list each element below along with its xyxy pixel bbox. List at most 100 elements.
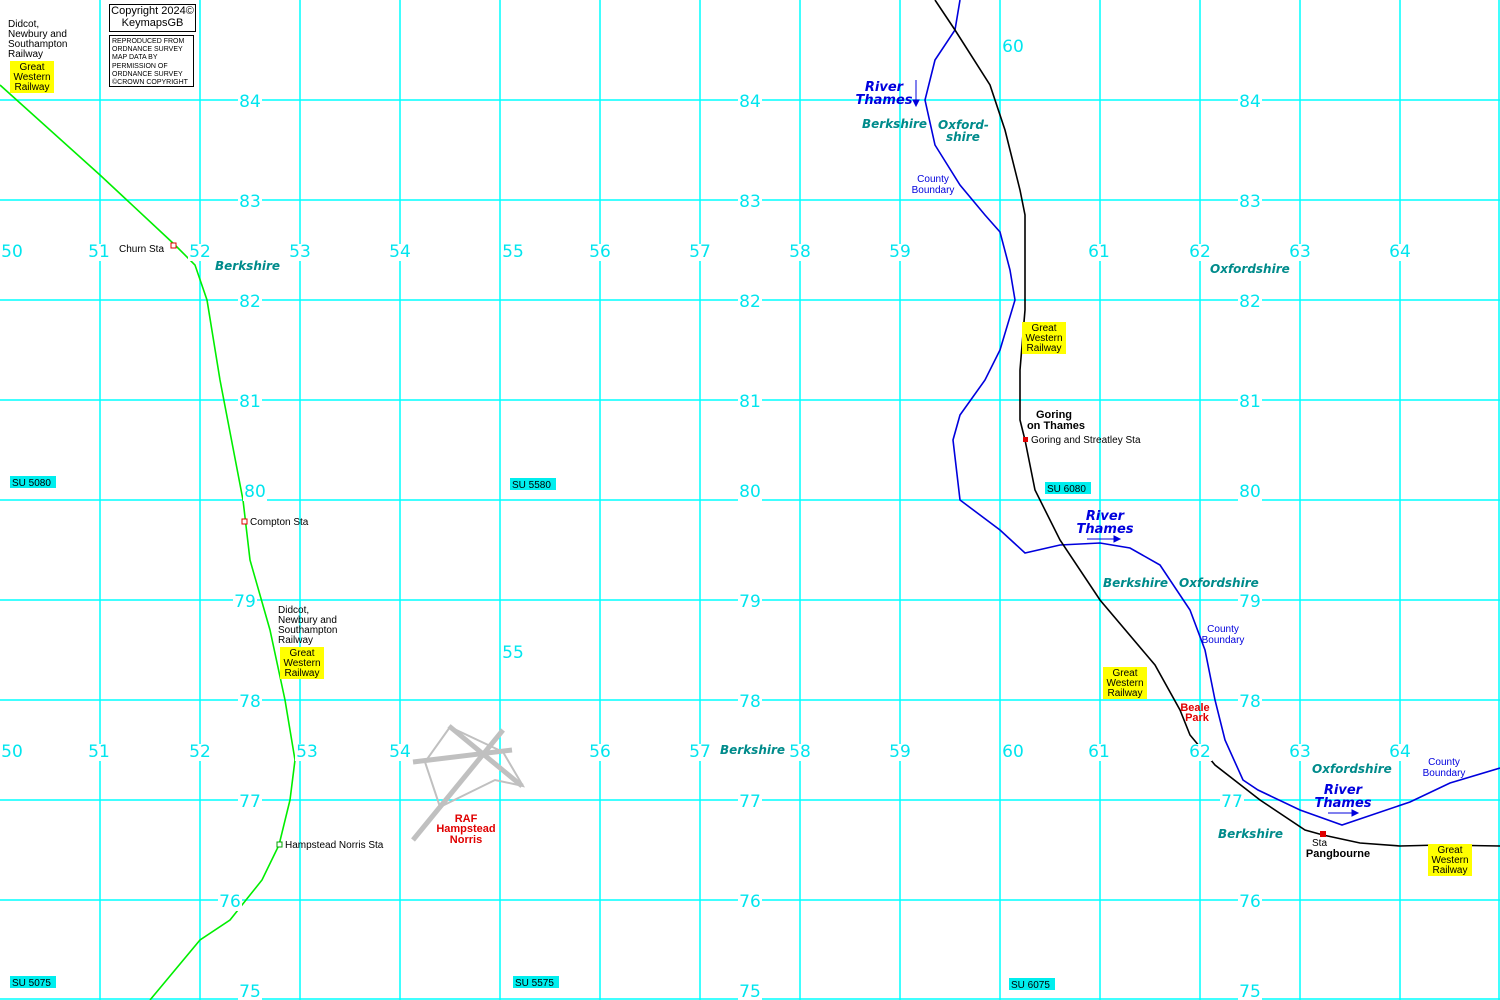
grid-number: 79 [739,592,761,612]
place-label-raf-hampstead-norris: Norris [450,834,482,846]
grid-number-bg [738,694,762,711]
grid-number-bg [238,194,262,211]
grid-number: 83 [739,192,761,212]
place-label-beale-park: Beale [1180,702,1209,714]
county-label-berkshire: Berkshire [215,259,280,273]
grid-number-bg [1238,984,1262,1000]
county-label-berkshire: Berkshire [862,117,927,131]
grid-number: 81 [739,392,761,412]
copyright-line: Copyright 2024© [111,5,194,17]
county-boundary-label: Boundary [1202,635,1245,646]
grid-number: 54 [389,242,411,262]
gwr-label: Western [1431,855,1468,866]
grid-number: 80 [739,482,761,502]
grid-number: 79 [234,592,256,612]
railway-name-label: Southampton [8,39,68,50]
copyright-box: Copyright 2024© KeymapsGB [109,4,196,32]
gwr-label: Railway [1432,865,1467,876]
grid-number-bg [688,244,712,261]
gwr-label: Railway [1107,688,1142,699]
county-label-oxfordshire: Oxfordshire [1179,576,1259,590]
railway-name-label: Didcot, [278,605,309,616]
gwr-label: Western [13,72,50,83]
gwr-label: Western [1025,333,1062,344]
grid-number-bg [1388,744,1412,761]
grid-number-bg [1188,244,1212,261]
town-label-goring: Goring [1036,409,1072,421]
gwr-label-bg [280,647,324,679]
grid-number-bg [888,744,912,761]
county-label-oxfordshire: Oxfordshire [1312,762,1392,776]
railway-name-label: Southampton [278,625,338,636]
station-label-hampstead-norris: Hampstead Norris Sta [285,840,384,851]
grid-ref-label: SU 5575 [515,978,554,989]
grid-number-bg [1238,484,1262,501]
station-label-churn: Churn Sta [119,244,164,255]
county-boundary-label: Boundary [912,185,955,196]
county-boundary-label: County [917,174,949,185]
os-notice-line: ©CROWN COPYRIGHT [112,79,188,87]
town-label-pangbourne: Pangbourne [1306,848,1370,860]
grid-ref-bg [513,976,559,988]
town-label-goring: on Thames [1027,420,1085,432]
grid-number-bg [738,894,762,911]
grid-number: 81 [239,392,261,412]
grid-number: 79 [1239,592,1261,612]
grid-number: 59 [889,242,911,262]
grid-number-bg [233,594,257,611]
os-notice-line: PERMISSION OF [112,62,168,70]
river-name-label: Thames [1315,796,1372,811]
grid-number: 64 [1389,242,1411,262]
grid-number-bg [1188,744,1212,761]
copyright-owner: KeymapsGB [121,17,184,29]
grid-number: 57 [689,242,711,262]
grid-number: 63 [1289,242,1311,262]
grid-number-bg [218,894,242,911]
station-label-goring-streatley: Goring and Streatley Sta [1031,435,1141,446]
grid-number-bg [87,244,111,261]
grid-number-bg [1238,694,1262,711]
grid-number-bg [388,244,412,261]
grid-number: 81 [1239,392,1261,412]
grid-number-bg [788,244,812,261]
railway-name-label: Newbury and [278,615,337,626]
grid-number-bg [188,244,212,261]
grid-number-bg [688,744,712,761]
grid-number: 56 [589,742,611,762]
grid-number-bg [588,744,612,761]
grid-number-bg [1001,744,1025,761]
gwr-label: Great [19,62,44,73]
grid-number: 55 [502,242,524,262]
os-notice-line: MAP DATA BY [112,54,158,62]
gwr-label: Great [1437,845,1462,856]
grid-number-bg [1220,794,1244,811]
grid-number: 51 [88,242,110,262]
grid-ref-bg [1045,482,1091,494]
grid-number: 63 [1289,742,1311,762]
grid-number: 61 [1088,742,1110,762]
grid-number-bg [243,484,267,501]
gwr-label: Western [283,658,320,669]
grid-number: 59 [889,742,911,762]
county-boundary-label: County [1428,757,1460,768]
railway-green-line [0,84,296,1000]
grid-number-bg [738,294,762,311]
grid-number-bg [1238,394,1262,411]
grid-ref-bg [10,976,56,988]
gwr-label-bg [1022,322,1066,354]
grid-number-bg [738,794,762,811]
grid-number-bg [87,744,111,761]
grid-number: 83 [1239,192,1261,212]
grid-number: 77 [1221,792,1243,812]
grid-number-bg [788,744,812,761]
grid-number: 52 [189,742,211,762]
grid-number-bg [0,744,24,761]
station-label-pangbourne: Sta [1312,838,1327,849]
place-label-raf-hampstead-norris: RAF [455,813,478,825]
county-label-oxfordshire: Oxfordshire [1210,262,1290,276]
grid-number: 77 [739,792,761,812]
grid-number: 82 [739,292,761,312]
grid-number: 62 [1189,742,1211,762]
grid-number: 53 [289,242,311,262]
